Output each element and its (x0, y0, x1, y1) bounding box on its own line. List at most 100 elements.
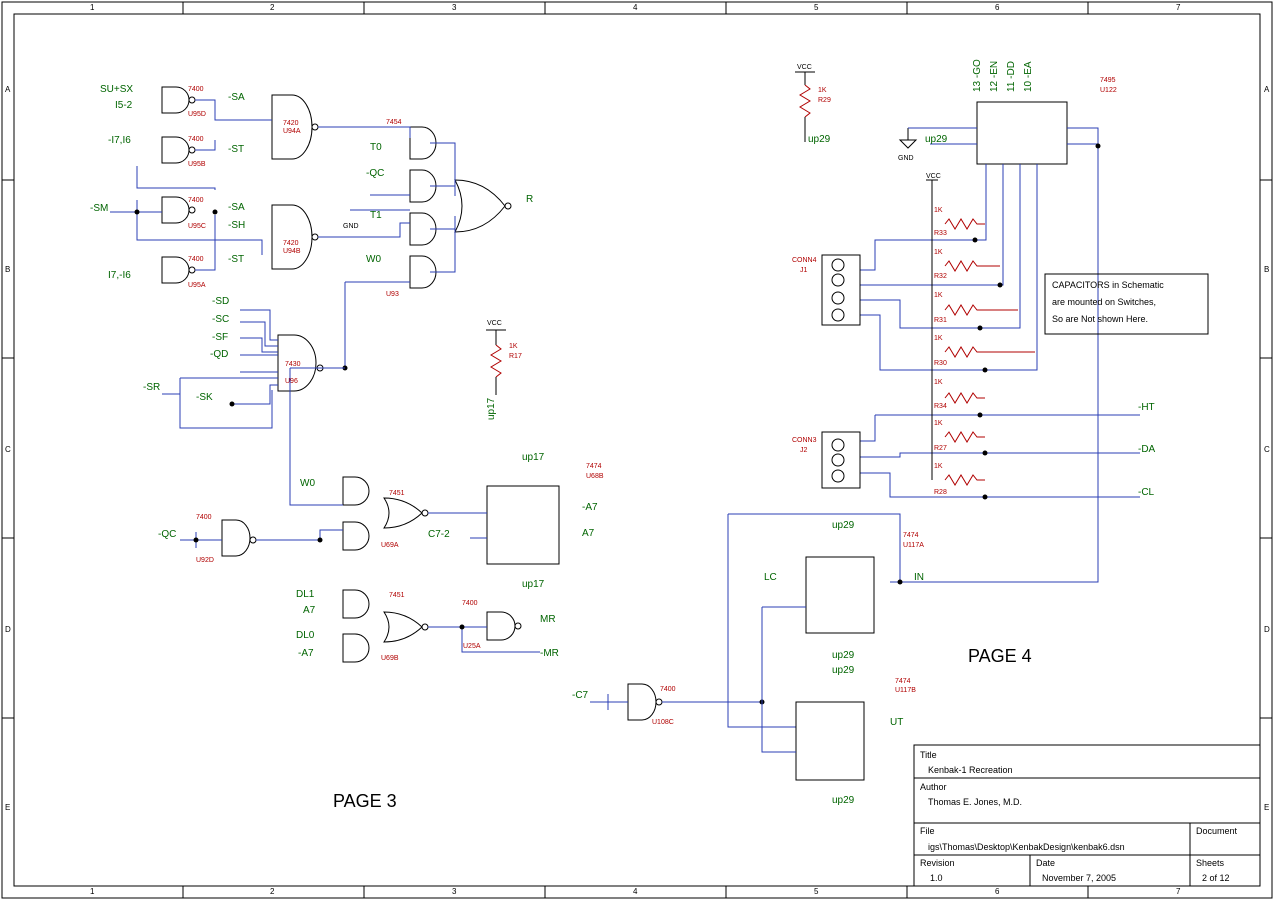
label-mr-n: -MR (540, 648, 559, 659)
part-u108c: U108C (652, 719, 674, 726)
connector-j1 (821, 254, 861, 326)
gate-u69a-and1 (342, 476, 370, 506)
zone-bottom-4: 4 (633, 887, 638, 896)
part-u93: U93 (386, 291, 399, 298)
part-7451-a: 7451 (389, 490, 405, 497)
ff-u68b (486, 485, 560, 565)
label-sr: -SR (143, 382, 160, 393)
zone-top-2: 2 (270, 3, 275, 12)
author-label: Author (920, 782, 947, 792)
part-7400-e: 7400 (196, 514, 212, 521)
part-u69a: U69A (381, 542, 399, 549)
gate-u94b (271, 204, 319, 270)
part-7451-b: 7451 (389, 592, 405, 599)
label-go: 13 -GO (972, 59, 983, 92)
connector-j2 (821, 431, 861, 489)
gate-u25a (486, 611, 522, 641)
label-en: 12 -EN (989, 61, 1000, 92)
part-r32: R32 (934, 273, 947, 280)
label-c7: -C7 (572, 690, 589, 701)
part-r17-val: 1K (509, 343, 518, 350)
zone-top-3: 3 (452, 3, 457, 12)
gate-7454-and3 (409, 212, 437, 246)
part-r29-val: 1K (818, 87, 827, 94)
part-7400-a: 7400 (188, 86, 204, 93)
label-vcc-1: VCC (797, 64, 812, 71)
part-7474-a: 7474 (586, 463, 602, 470)
page-4-label: PAGE 4 (968, 646, 1032, 666)
gate-7454-and4 (409, 255, 437, 289)
junction-dots-p3 (134, 209, 348, 407)
part-u96: U96 (285, 378, 298, 385)
zone-ticks (2, 2, 1272, 898)
label-up17-a: up17 (522, 452, 545, 463)
part-7474-c: 7474 (895, 678, 911, 685)
file-label: File (920, 826, 935, 836)
zone-bottom-6: 6 (995, 887, 1000, 896)
title-label: Title (920, 750, 937, 760)
sheets-value: 2 of 12 (1202, 873, 1230, 883)
part-u68b: U68B (586, 473, 604, 480)
part-j1: J1 (800, 267, 808, 274)
label-sa1: -SA (228, 92, 245, 103)
part-conn4: CONN4 (792, 257, 817, 264)
part-r30: R30 (934, 360, 947, 367)
part-r27: R27 (934, 445, 947, 452)
label-up17-b: up17 (522, 579, 545, 590)
part-r28: R28 (934, 489, 947, 496)
wires-u122 (727, 127, 1140, 728)
note-line-1: CAPACITORS in Schematic (1052, 280, 1164, 290)
zone-top-1: 1 (90, 3, 95, 12)
gate-u69a-nor (383, 497, 429, 529)
part-7430: 7430 (285, 361, 301, 368)
part-r29: R29 (818, 97, 831, 104)
label-da: -DA (1138, 444, 1156, 455)
part-7400-c: 7400 (188, 197, 204, 204)
part-r32-val: 1K (934, 249, 943, 256)
label-st2: -ST (228, 254, 244, 265)
label-sc: -SC (212, 314, 229, 325)
gate-7454-and2 (409, 169, 437, 203)
gate-u94a (271, 94, 319, 160)
part-r31: R31 (934, 317, 947, 324)
zone-right-A: A (1264, 85, 1270, 94)
zone-left-C: C (5, 445, 11, 454)
zone-right-B: B (1264, 265, 1269, 274)
label-lc: LC (764, 572, 777, 583)
part-labels: 7400 U95D 7400 U95B 7400 U95C 7400 U95A … (188, 77, 1117, 726)
ff-u117b (795, 701, 865, 781)
label-w0-a: W0 (366, 254, 381, 265)
label-i5-2: I5-2 (115, 100, 133, 111)
zone-bottom-7: 7 (1176, 887, 1181, 896)
gate-7454-nor (454, 179, 512, 233)
page-3-label: PAGE 3 (333, 791, 397, 811)
gate-u108c (627, 683, 663, 721)
label-st1: -ST (228, 144, 244, 155)
zone-top-5: 5 (814, 3, 819, 12)
part-r33-val: 1K (934, 207, 943, 214)
resistor-r29 (795, 71, 815, 142)
part-r31-val: 1K (934, 292, 943, 299)
date-value: November 7, 2005 (1042, 873, 1116, 883)
zone-right-C: C (1264, 445, 1270, 454)
zone-left-B: B (5, 265, 10, 274)
gate-u95c (161, 196, 196, 224)
zone-top-4: 4 (633, 3, 638, 12)
label-mr: MR (540, 614, 556, 625)
zone-bottom-2: 2 (270, 887, 275, 896)
zone-top-6: 6 (995, 3, 1000, 12)
capacitor-note: CAPACITORS in Schematic are mounted on S… (1052, 280, 1164, 324)
author-value: Thomas E. Jones, M.D. (928, 797, 1022, 807)
label-su-sx: SU+SX (100, 84, 133, 95)
label-sh: -SH (228, 220, 245, 231)
part-7454: 7454 (386, 119, 402, 126)
part-7474-b: 7474 (903, 532, 919, 539)
label-sm: -SM (90, 203, 108, 214)
signal-labels: SU+SX I5-2 -I7,I6 -SM I7,-I6 -SA -ST -SA… (90, 59, 1156, 806)
gate-u92d (221, 519, 257, 557)
resistor-r17 (486, 329, 506, 395)
label-dl1: DL1 (296, 589, 315, 600)
part-7400-g: 7400 (660, 686, 676, 693)
gate-u69b-and1 (342, 589, 370, 619)
part-7400-f: 7400 (462, 600, 478, 607)
